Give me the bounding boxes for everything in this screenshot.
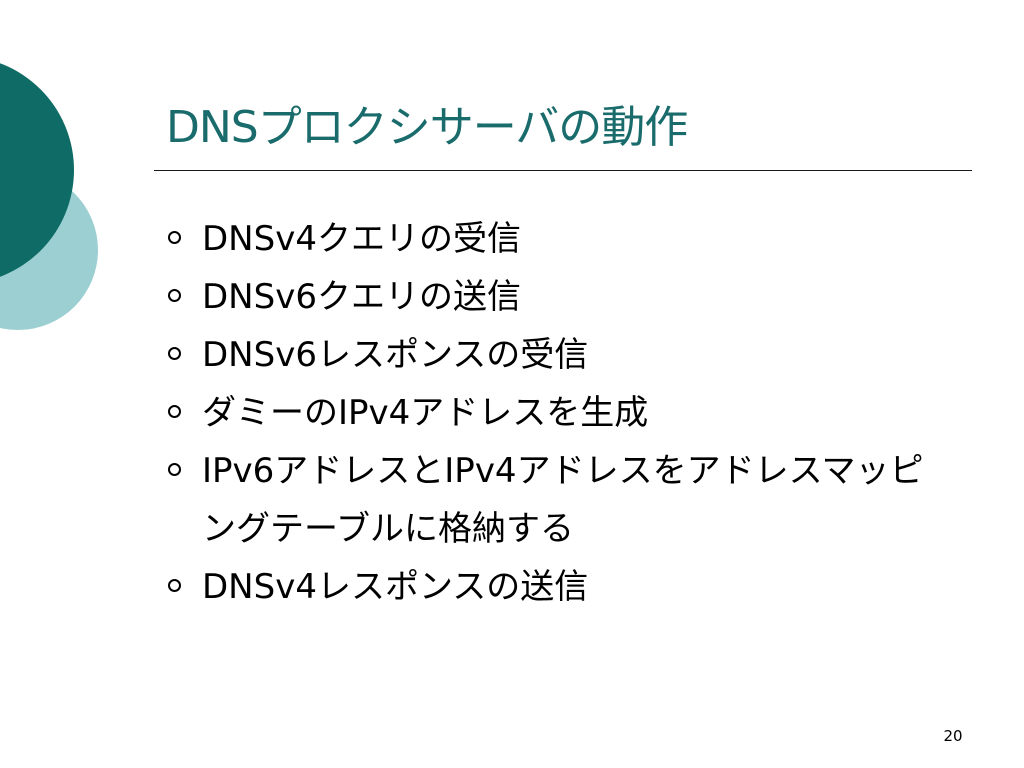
bullet-list: DNSv4クエリの受信 DNSv6クエリの送信 DNSv6レスポンスの受信 ダミ… (162, 210, 962, 616)
bullet-text: ダミーのIPv4アドレスを生成 (202, 393, 649, 433)
hollow-circle-bullet-icon (168, 579, 181, 592)
hollow-circle-bullet-icon (168, 231, 181, 244)
hollow-circle-bullet-icon (168, 289, 181, 302)
bullet-item-5: IPv6アドレスとIPv4アドレスをアドレスマッピングテーブルに格納する (162, 442, 962, 558)
hollow-circle-bullet-icon (168, 405, 181, 418)
decorative-circles (0, 63, 98, 330)
bullet-item-1: DNSv4クエリの受信 (162, 210, 962, 268)
bullet-text: DNSv4クエリの受信 (202, 219, 521, 259)
bullet-text: DNSv6レスポンスの受信 (202, 335, 589, 375)
slide-title: DNSプロクシサーバの動作 (166, 102, 688, 153)
title-divider (154, 170, 972, 171)
hollow-circle-bullet-icon (168, 463, 181, 476)
dark-teal-circle (0, 63, 74, 277)
bullet-item-4: ダミーのIPv4アドレスを生成 (162, 384, 962, 442)
bullet-item-6: DNSv4レスポンスの送信 (162, 558, 962, 616)
page-number: 20 (943, 727, 963, 745)
bullet-text: DNSv4レスポンスの送信 (202, 567, 589, 607)
bullet-item-3: DNSv6レスポンスの受信 (162, 326, 962, 384)
bullet-item-2: DNSv6クエリの送信 (162, 268, 962, 326)
bullet-text: DNSv6クエリの送信 (202, 277, 521, 317)
bullet-text: IPv6アドレスとIPv4アドレスをアドレスマッピングテーブルに格納する (202, 451, 924, 549)
hollow-circle-bullet-icon (168, 347, 181, 360)
